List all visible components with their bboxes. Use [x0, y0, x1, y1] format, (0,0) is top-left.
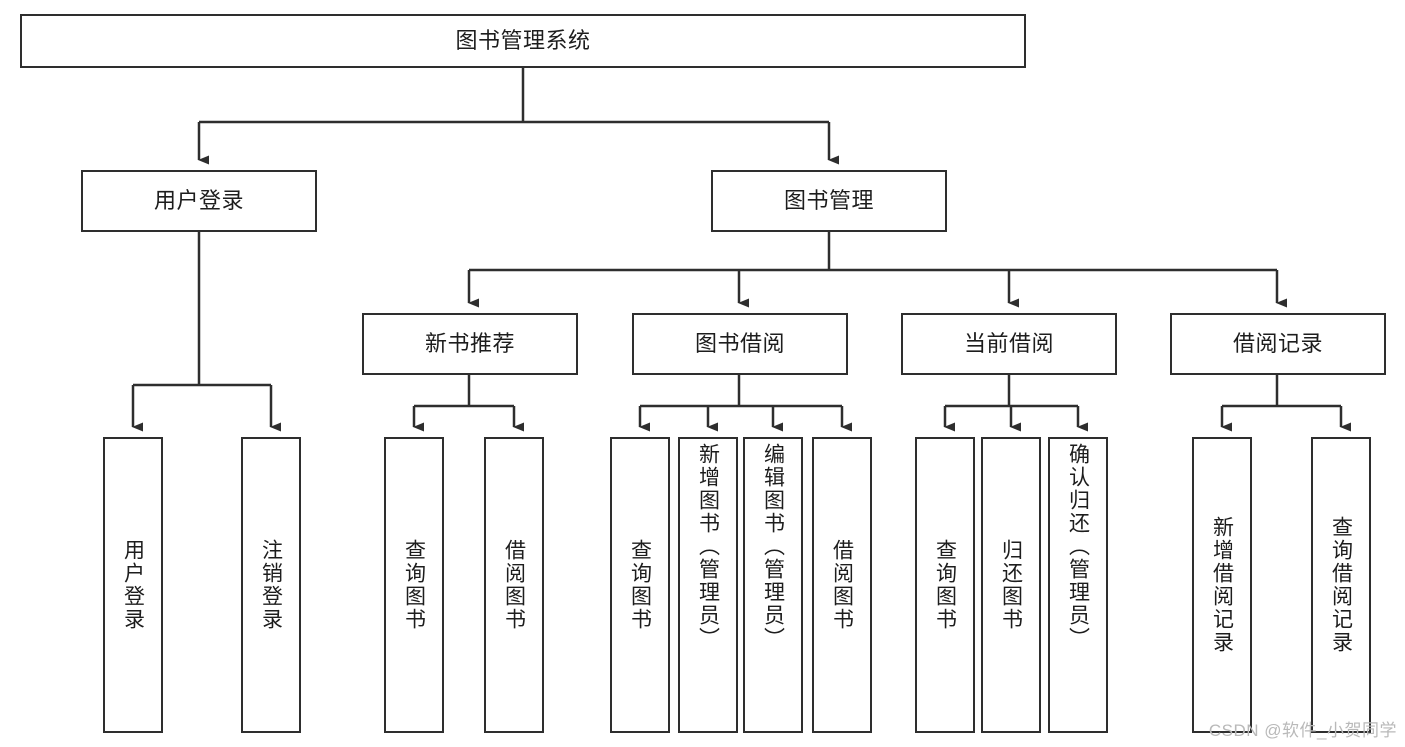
node-leaf-user-login-label: 用户登录: [121, 539, 145, 631]
node-root-label: 图书管理系统: [455, 28, 591, 54]
node-borrow-record-label: 借阅记录: [1232, 331, 1323, 357]
node-leaf-confirm-return-admin[interactable]: 确认归还（管理员）: [1048, 437, 1108, 733]
node-leaf-add-borrow-record[interactable]: 新增借阅记录: [1192, 437, 1252, 733]
node-leaf-return-book-label: 归还图书: [999, 539, 1023, 631]
node-book-borrow[interactable]: 图书借阅: [632, 313, 848, 375]
node-root[interactable]: 图书管理系统: [20, 14, 1026, 68]
node-leaf-user-logout-label: 注销登录: [259, 539, 283, 631]
node-leaf-query-borrow-record[interactable]: 查询借阅记录: [1311, 437, 1371, 733]
node-leaf-add-book-admin-label: 新增图书（管理员）: [696, 443, 720, 650]
node-new-book-recommend[interactable]: 新书推荐: [362, 313, 578, 375]
node-current-borrow[interactable]: 当前借阅: [901, 313, 1117, 375]
node-leaf-query-book-rec[interactable]: 查询图书: [384, 437, 444, 733]
node-leaf-edit-book-admin[interactable]: 编辑图书（管理员）: [743, 437, 803, 733]
node-leaf-query-book-borrow-label: 查询图书: [628, 539, 652, 631]
node-leaf-query-book-current[interactable]: 查询图书: [915, 437, 975, 733]
node-borrow-record[interactable]: 借阅记录: [1170, 313, 1386, 375]
node-user-login[interactable]: 用户登录: [81, 170, 317, 232]
node-leaf-borrow-book[interactable]: 借阅图书: [812, 437, 872, 733]
node-leaf-query-borrow-record-label: 查询借阅记录: [1329, 516, 1353, 654]
node-leaf-borrow-book-label: 借阅图书: [830, 539, 854, 631]
node-leaf-user-logout[interactable]: 注销登录: [241, 437, 301, 733]
node-current-borrow-label: 当前借阅: [963, 331, 1054, 357]
node-user-login-label: 用户登录: [153, 188, 244, 214]
node-leaf-add-book-admin[interactable]: 新增图书（管理员）: [678, 437, 738, 733]
node-book-management-label: 图书管理: [783, 188, 874, 214]
node-leaf-query-book-rec-label: 查询图书: [402, 539, 426, 631]
node-leaf-confirm-return-admin-label: 确认归还（管理员）: [1066, 443, 1090, 650]
node-leaf-borrow-book-rec[interactable]: 借阅图书: [484, 437, 544, 733]
node-leaf-query-book-current-label: 查询图书: [933, 539, 957, 631]
node-book-borrow-label: 图书借阅: [694, 331, 785, 357]
node-leaf-return-book[interactable]: 归还图书: [981, 437, 1041, 733]
node-leaf-edit-book-admin-label: 编辑图书（管理员）: [761, 443, 785, 650]
node-leaf-query-book-borrow[interactable]: 查询图书: [610, 437, 670, 733]
node-leaf-add-borrow-record-label: 新增借阅记录: [1210, 516, 1234, 654]
node-leaf-user-login[interactable]: 用户登录: [103, 437, 163, 733]
node-leaf-borrow-book-rec-label: 借阅图书: [502, 539, 526, 631]
node-new-book-recommend-label: 新书推荐: [424, 331, 515, 357]
node-book-management[interactable]: 图书管理: [711, 170, 947, 232]
